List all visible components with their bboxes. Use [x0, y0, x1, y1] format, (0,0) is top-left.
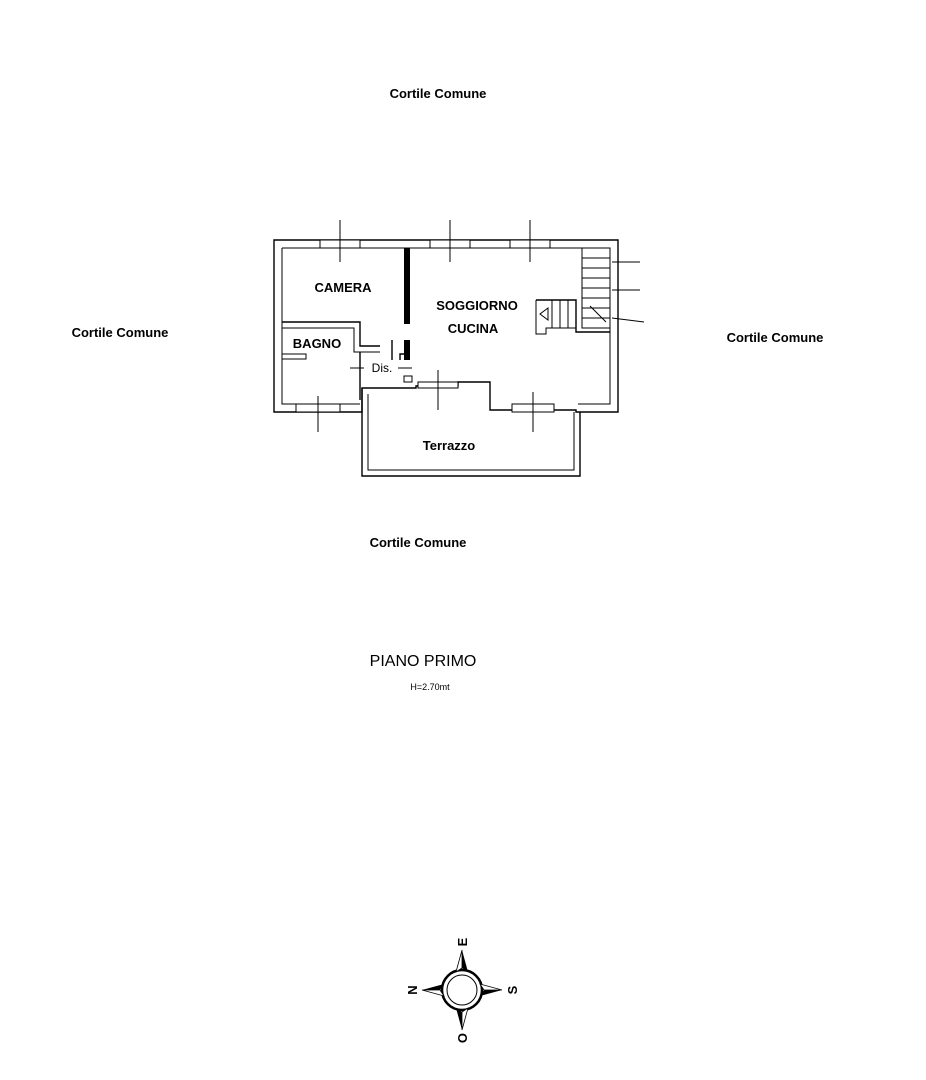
compass-north-label: N: [405, 985, 420, 994]
room-label-terrazzo: Terrazzo: [423, 438, 476, 453]
room-label-cucina: CUCINA: [448, 321, 499, 336]
wall-camera-soggiorno: [404, 248, 410, 324]
compass-icon: N S E O: [405, 937, 520, 1043]
room-label-disimpegno: Dis.: [372, 361, 393, 375]
compass-west-label: O: [455, 1033, 470, 1043]
compass-east-label: E: [455, 937, 470, 946]
room-label-bagno: BAGNO: [293, 336, 341, 351]
bagno-fixture: [281, 353, 307, 360]
courtyard-label-top: Cortile Comune: [390, 86, 487, 101]
courtyard-label-left: Cortile Comune: [72, 325, 169, 340]
windows-bottom: [295, 370, 555, 432]
staircase: [539, 247, 645, 329]
windows-top: [319, 220, 551, 262]
courtyard-label-bottom: Cortile Comune: [370, 535, 467, 550]
room-label-camera: CAMERA: [314, 280, 372, 295]
floor-height: H=2.70mt: [410, 682, 450, 692]
room-label-soggiorno: SOGGIORNO: [436, 298, 518, 313]
floor-title: PIANO PRIMO: [370, 653, 477, 670]
terrace-outline: [361, 388, 581, 477]
compass-south-label: S: [505, 985, 520, 994]
courtyard-label-right: Cortile Comune: [727, 330, 824, 345]
